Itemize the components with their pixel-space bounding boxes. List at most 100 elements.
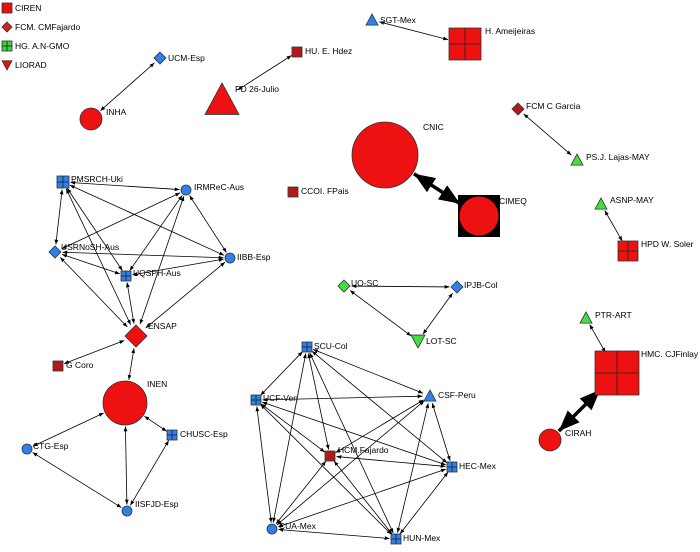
node-label: SCU-Col <box>314 341 348 351</box>
triangle-down-legend-icon <box>1 60 13 71</box>
edge-link <box>144 415 167 432</box>
edge-link <box>422 292 453 335</box>
node-label: CNIC <box>423 122 444 132</box>
node-ptr-art[interactable]: PTR-ART <box>579 310 632 324</box>
node-label: PD 26-Julio <box>235 84 279 94</box>
node-label: FCM C Garcia <box>526 101 581 111</box>
node-hpdwsoler[interactable]: HPD W. Soler <box>617 239 694 262</box>
node-asnp-may[interactable]: ASNP-MAY <box>594 195 654 210</box>
edge-link <box>32 452 122 508</box>
edge-link <box>260 351 303 396</box>
node-pd26[interactable]: PD 26-Julio <box>204 82 279 115</box>
edge-link <box>262 394 423 402</box>
edge-link <box>123 426 129 505</box>
node-label: UO-SC <box>351 278 378 288</box>
edge-link <box>272 353 307 523</box>
node-ucm-esp[interactable]: UCM-Esp <box>153 51 205 65</box>
edge-link <box>125 282 136 324</box>
node-label: CUA-Mex <box>279 521 317 531</box>
edge-link <box>557 388 602 433</box>
node-label: IISFJD-Esp <box>135 499 179 509</box>
legend-item: LIORAD <box>1 60 47 71</box>
node-hameijeiras[interactable]: H. Ameijeiras <box>448 26 535 61</box>
node-label: ASNP-MAY <box>610 195 654 205</box>
node-hmccjfinlay[interactable]: HMC. CJFinlay <box>594 349 699 396</box>
node-sgt-mex[interactable]: SGT-Mex <box>365 13 417 26</box>
node-inen[interactable]: INEN <box>102 379 167 426</box>
node-ensap[interactable]: ENSAP <box>124 321 177 348</box>
node-scu-col[interactable]: SCU-Col <box>301 341 348 353</box>
node-lot-sc[interactable]: LOT-SC <box>410 334 457 349</box>
node-label: HUN-Mex <box>403 533 441 543</box>
node-iibb-esp[interactable]: IIBB-Esp <box>224 252 271 264</box>
edge-link <box>523 113 572 156</box>
edge-link <box>61 192 181 250</box>
node-label: UQSPH-Aus <box>133 268 181 278</box>
node-irmrec-aus[interactable]: IRMReC-Aus <box>180 182 244 196</box>
node-label: INEN <box>147 379 167 389</box>
node-label: PTR-ART <box>595 310 632 320</box>
node-hec-mex[interactable]: HEC-Mex <box>446 461 497 473</box>
node-csf-peru[interactable]: CSF-Peru <box>423 389 476 402</box>
node-ucf-ven[interactable]: UCF-Ven <box>250 393 298 406</box>
node-hcmfajardo[interactable]: HCM.Fajardo <box>324 445 389 462</box>
node-label: CCOI. FPais <box>301 186 349 196</box>
node-label: CHUSC-Esp <box>180 429 228 439</box>
node-label: SGT-Mex <box>380 15 417 25</box>
legend-label: CIREN <box>15 3 41 13</box>
square-grid-legend-icon <box>1 40 13 52</box>
node-chusc-esp[interactable]: CHUSC-Esp <box>166 429 228 441</box>
node-label: ENSAP <box>148 321 177 331</box>
legend-item: FCM. CMFajardo <box>1 21 80 33</box>
edge-link <box>604 210 623 242</box>
edge-link <box>145 261 226 329</box>
node-ipjb-col[interactable]: IPJB-Col <box>450 280 498 294</box>
node-cirah[interactable]: CIRAH <box>538 428 591 452</box>
edge-link <box>312 349 424 394</box>
node-fcmcgarcia[interactable]: FCM C Garcia <box>511 101 581 116</box>
node-cnic[interactable]: CNIC <box>351 121 444 189</box>
edge-link <box>255 406 273 523</box>
node-gcoro[interactable]: G Coro <box>52 360 94 372</box>
node-iisfjd-esp[interactable]: IISFJD-Esp <box>121 499 179 517</box>
edge-link <box>66 188 123 271</box>
node-hun-mex[interactable]: HUN-Mex <box>390 533 441 545</box>
node-uqsph-aus[interactable]: UQSPH-Aus <box>120 268 181 282</box>
node-uo-sc[interactable]: UO-SC <box>337 278 378 293</box>
node-ccoifpais[interactable]: CCOI. FPais <box>287 186 349 198</box>
node-label: HEC-Mex <box>459 461 497 471</box>
node-label: HCM.Fajardo <box>338 445 389 455</box>
node-label: INHA <box>106 107 127 117</box>
node-cua-mex[interactable]: CUA-Mex <box>266 521 317 535</box>
edge-link <box>237 55 292 91</box>
node-label: CTG-Esp <box>33 441 69 451</box>
node-label: IRMReC-Aus <box>194 182 244 192</box>
node-huehdez[interactable]: HU. E. Hdez <box>291 46 352 58</box>
edge-link <box>54 189 64 245</box>
node-label: UCF-Ven <box>263 393 298 403</box>
node-label: H. Ameijeiras <box>485 26 535 36</box>
edge-link <box>32 412 104 447</box>
diamond-legend-icon <box>1 21 13 33</box>
node-label: CIRAH <box>565 428 591 438</box>
node-label: PMSRCH-Uki <box>71 174 123 184</box>
node-pmsrch-uki[interactable]: PMSRCH-Uki <box>56 174 123 189</box>
edge-link <box>278 468 446 528</box>
legend-item: CIREN <box>1 2 41 14</box>
node-psjlajas[interactable]: PS.J. Lajas-MAY <box>570 152 650 166</box>
node-label: PS.J. Lajas-MAY <box>586 152 650 162</box>
node-label: HU. E. Hdez <box>305 46 352 56</box>
node-inha[interactable]: INHA <box>79 107 127 131</box>
node-usrnosh-aus[interactable]: USRNoSH-Aus <box>48 242 119 259</box>
edge-link <box>59 257 128 328</box>
legend-label: LIORAD <box>15 60 47 70</box>
node-ctg-esp[interactable]: CTG-Esp <box>21 441 69 455</box>
legend-label: FCM. CMFajardo <box>15 22 80 32</box>
node-label: CSF-Peru <box>438 390 476 400</box>
node-cimeq[interactable]: CIMEQ <box>458 195 527 237</box>
edge-link <box>336 455 446 468</box>
edge-link <box>62 250 224 260</box>
